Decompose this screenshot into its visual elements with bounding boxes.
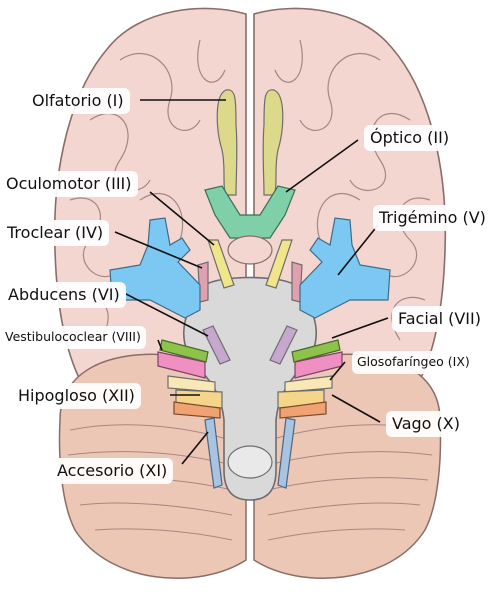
- optic-chiasm: [204, 185, 296, 239]
- oculomotor-nerve-right: [265, 239, 293, 289]
- label-vago: Vago (X): [386, 411, 466, 437]
- label-abducens: Abducens (VI): [2, 282, 126, 308]
- label-hipogloso: Hipogloso (XII): [12, 383, 141, 409]
- accessory-nerve-left: [204, 417, 223, 489]
- label-troclear: Troclear (IV): [1, 220, 110, 246]
- pituitary-stalk: [227, 235, 273, 265]
- oculomotor-nerve-left: [207, 239, 235, 289]
- label-facial: Facial (VII): [392, 306, 487, 332]
- vagus-nerve-right: [279, 401, 327, 419]
- olfactory-tract-right: [262, 89, 284, 196]
- label-accesorio: Accesorio (XI): [51, 458, 174, 484]
- abducens-nerve-right: [269, 325, 298, 365]
- trigeminal-nerve-left: [109, 217, 201, 319]
- vagus-nerve-left: [173, 401, 221, 419]
- accessory-nerve-right: [277, 417, 296, 489]
- medulla-cross-section: [227, 445, 273, 479]
- label-glosofaringeo: Glosofaríngeo (IX): [352, 351, 475, 374]
- leader-lines: [114, 99, 389, 465]
- label-vestibulococlear: Vestibulococlear (VIII): [0, 326, 146, 349]
- label-olfatorio: Olfatorio (I): [26, 88, 130, 114]
- gyri: [69, 39, 431, 341]
- facial-nerve-right: [291, 339, 341, 363]
- trigeminal-nerve-right: [299, 217, 391, 319]
- olfactory-tract-left: [216, 89, 238, 196]
- vestibulocochlear-nerve-right: [294, 351, 343, 379]
- abducens-nerve-left: [202, 325, 231, 365]
- label-oculomotor: Oculomotor (III): [0, 171, 138, 197]
- label-optico: Óptico (II): [364, 125, 456, 151]
- label-trigemino: Trigémino (V): [373, 205, 492, 231]
- vestibulocochlear-nerve-left: [157, 351, 206, 379]
